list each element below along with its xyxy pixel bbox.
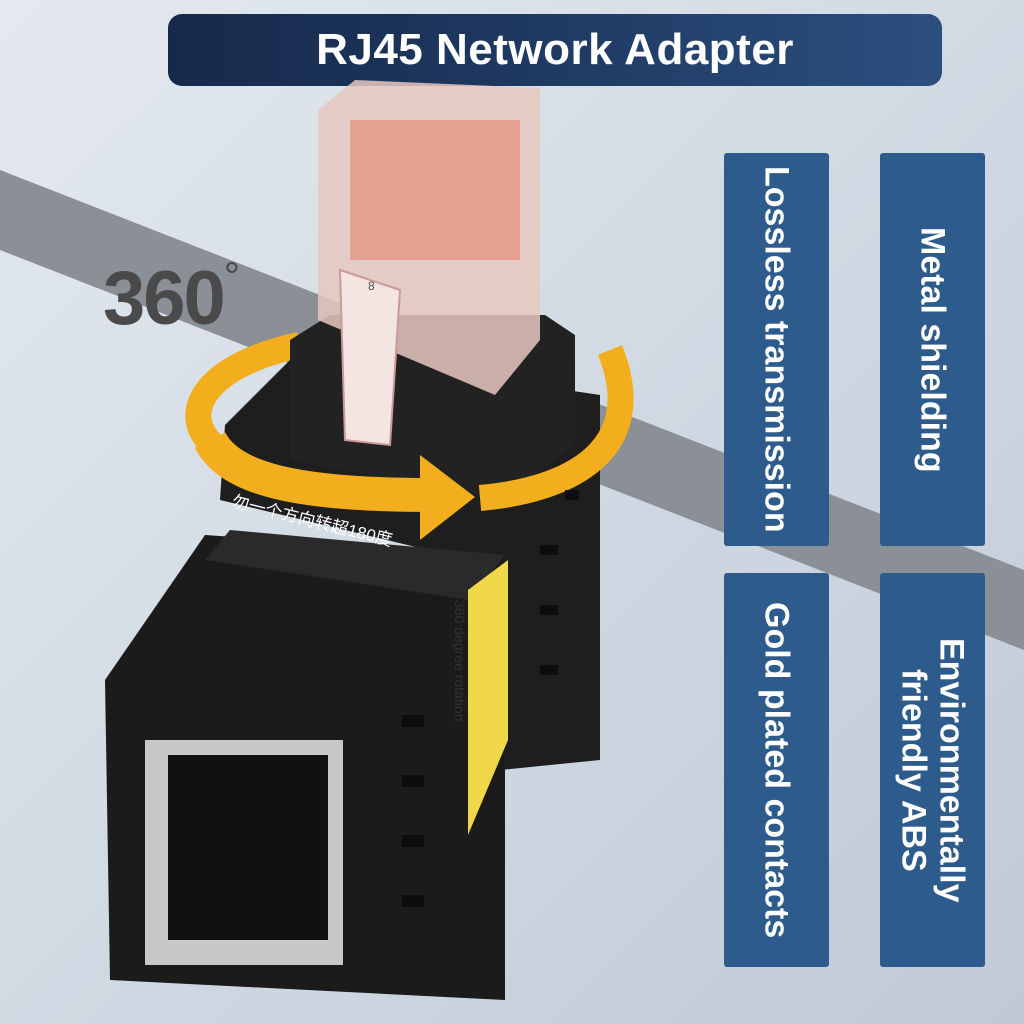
plug-contacts [350, 120, 520, 260]
rotation-value: 360 [103, 256, 226, 341]
feature-metal-shielding: Metal shielding [880, 153, 985, 546]
plug-marking: 8 [368, 279, 375, 293]
degree-symbol: ° [223, 254, 240, 299]
title-banner: RJ45 Network Adapter [168, 14, 942, 86]
device-side-text: 360 degree rotation [452, 600, 468, 722]
feature-environmentally-friendly-abs: Environmentally friendly ABS [880, 573, 985, 967]
feature-label: Gold plated contacts [757, 601, 796, 939]
vent-slots [402, 490, 579, 907]
rotation-label: 360° [103, 254, 240, 342]
yellow-label-strip [468, 560, 508, 835]
feature-label: Metal shielding [913, 226, 952, 473]
rotation-arrow-front [194, 431, 431, 512]
plug-latch [338, 268, 402, 447]
feature-lossless-transmission: Lossless transmission [724, 153, 829, 546]
feature-label: Environmentally friendly ABS [894, 637, 971, 903]
title-text: RJ45 Network Adapter [316, 25, 794, 74]
feature-label: Lossless transmission [757, 166, 796, 533]
feature-gold-plated-contacts: Gold plated contacts [724, 573, 829, 967]
